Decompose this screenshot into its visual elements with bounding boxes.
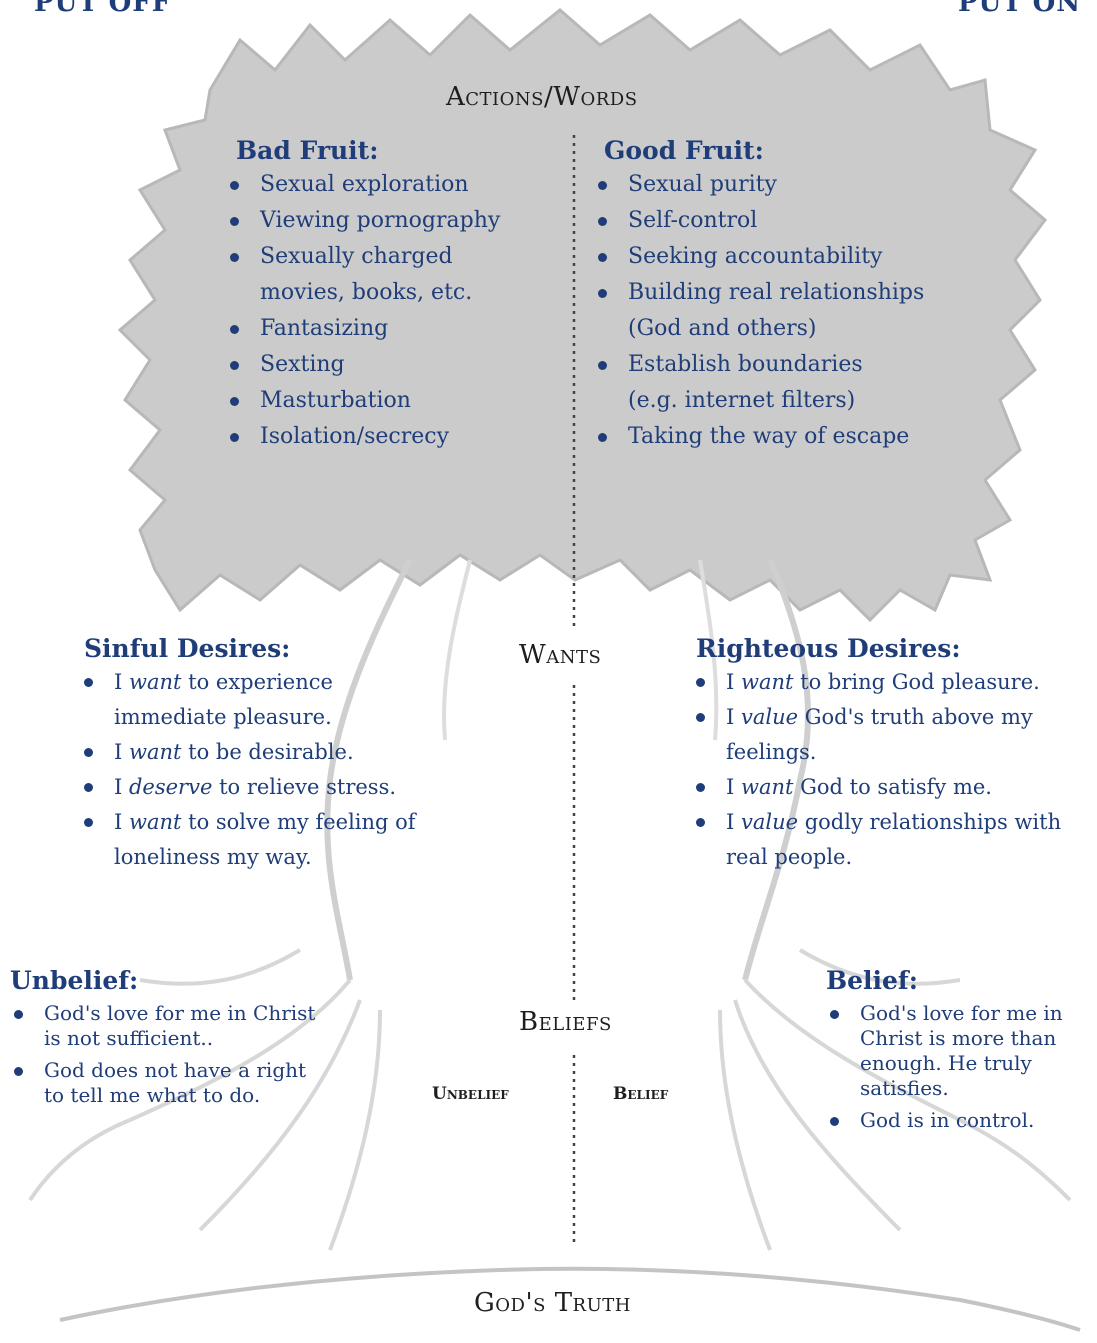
sinful-desires-heading: Sinful Desires:: [84, 634, 291, 663]
sinful-desires-list: I want to experience immediate pleasure.…: [80, 665, 480, 875]
belief-list: God's love for me in Christ is more than…: [826, 1001, 1094, 1133]
tree-canopy: [117, 8, 1048, 623]
list-item: Viewing pornography: [226, 203, 546, 239]
belief-heading: Belief:: [826, 966, 918, 995]
list-item: Self-control: [594, 203, 954, 239]
sinful-desires-section: Sinful Desires: I want to experience imm…: [80, 634, 480, 875]
bad-fruit-heading: Bad Fruit:: [236, 136, 379, 165]
wants-label: Wants: [519, 640, 602, 670]
unbelief-section: Unbelief: God's love for me in Christ is…: [10, 966, 330, 1115]
unbelief-sub-label: Unbelief: [432, 1084, 509, 1104]
list-item: Masturbation: [226, 383, 546, 419]
beliefs-label: Beliefs: [519, 1007, 612, 1037]
list-item: God's love for me in Christ is not suffi…: [10, 1001, 324, 1051]
righteous-desires-section: Righteous Desires: I want to bring God p…: [692, 634, 1092, 875]
gods-truth-label: God's Truth: [474, 1288, 631, 1318]
list-item: Sexual exploration: [226, 167, 546, 203]
good-fruit-heading: Good Fruit:: [604, 136, 764, 165]
put-off-label: Put Off: [34, 0, 172, 18]
list-item: Building real relationships (God and oth…: [594, 275, 948, 347]
actions-words-label: Actions/Words: [446, 82, 638, 112]
list-item: I value godly relationships with real pe…: [692, 805, 1066, 875]
list-item: I want to bring God pleasure.: [692, 665, 1092, 700]
list-item: Sexual purity: [594, 167, 954, 203]
tree-roots: [28, 948, 1072, 1251]
list-item: I want to solve my feeling of loneliness…: [80, 805, 474, 875]
good-fruit-list: Sexual purity Self-control Seeking accou…: [594, 167, 954, 455]
unbelief-heading: Unbelief:: [10, 966, 139, 995]
list-item: I deserve to relieve stress.: [80, 770, 480, 805]
list-item: I want to experience immediate pleasure.: [80, 665, 394, 735]
tree-trunk: [324, 558, 811, 981]
list-item: God's love for me in Christ is more than…: [826, 1001, 1097, 1101]
righteous-desires-list: I want to bring God pleasure. I value Go…: [692, 665, 1092, 875]
list-item: God is in control.: [826, 1108, 1094, 1133]
list-item: Fantasizing: [226, 311, 546, 347]
ground-line: [59, 1266, 1081, 1332]
list-item: Taking the way of escape: [594, 419, 954, 455]
belief-section: Belief: God's love for me in Christ is m…: [826, 966, 1094, 1140]
list-item: Isolation/secrecy: [226, 419, 546, 455]
list-item: Establish boundaries (e.g. internet filt…: [594, 347, 888, 419]
righteous-desires-heading: Righteous Desires:: [696, 634, 961, 663]
list-item: Sexually charged movies, books, etc.: [226, 239, 510, 311]
list-item: I want to be desirable.: [80, 735, 480, 770]
unbelief-list: God's love for me in Christ is not suffi…: [10, 1001, 330, 1108]
list-item: God does not have a right to tell me wha…: [10, 1058, 324, 1108]
list-item: I want God to satisfy me.: [692, 770, 1092, 805]
bad-fruit-list: Sexual exploration Viewing pornography S…: [226, 167, 546, 455]
good-fruit-section: Good Fruit: Sexual purity Self-control S…: [594, 136, 954, 455]
list-item: Sexting: [226, 347, 546, 383]
list-item: I value God's truth above my feelings.: [692, 700, 1096, 770]
bad-fruit-section: Bad Fruit: Sexual exploration Viewing po…: [226, 136, 546, 455]
put-on-label: Put On: [958, 0, 1082, 18]
belief-sub-label: Belief: [613, 1084, 669, 1104]
list-item: Seeking accountability: [594, 239, 954, 275]
